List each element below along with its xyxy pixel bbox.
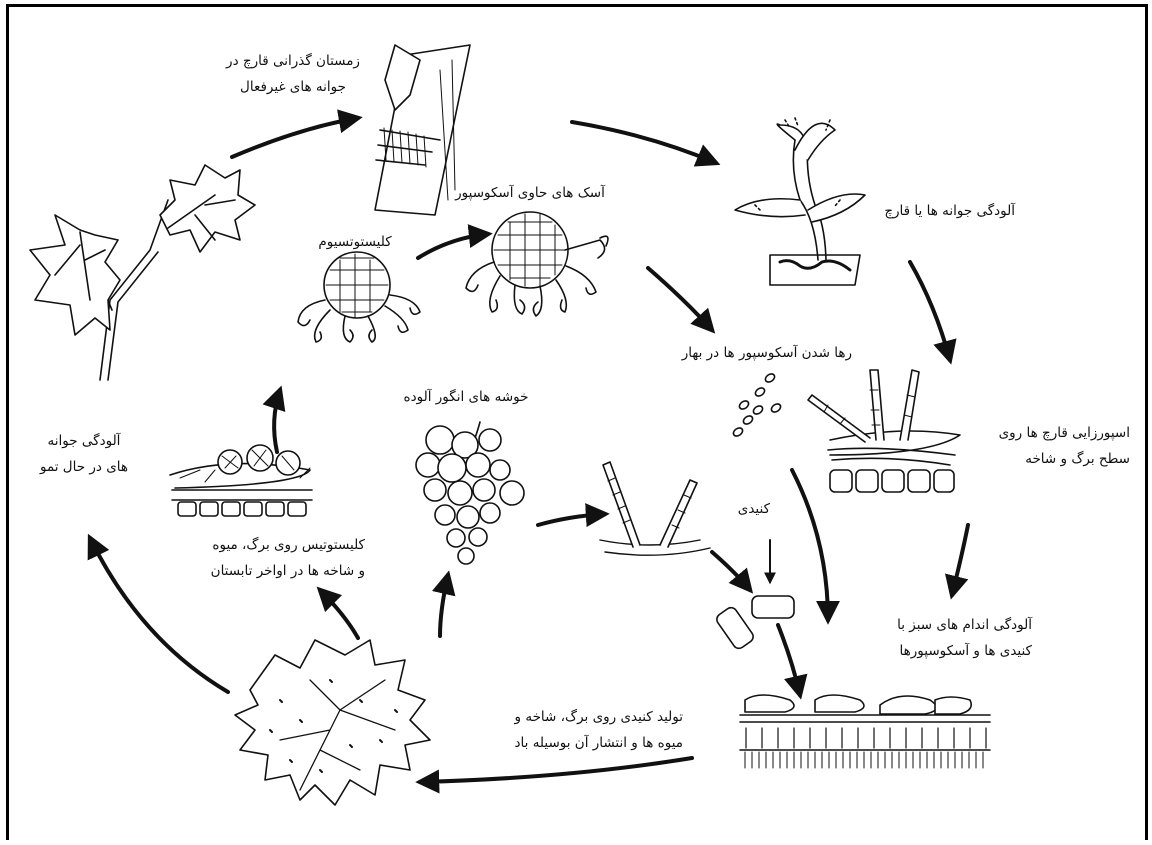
label-asci: آسک های حاوی آسکوسپور bbox=[440, 180, 620, 206]
label-cleistothecia-late-summer-line2: و شاخه ها در اواخر تابستان bbox=[165, 558, 365, 584]
label-cleistothecium: کلیستوتسیوم bbox=[305, 229, 405, 255]
label-bud-infection-growing-line1: آلودگی جوانه bbox=[14, 428, 154, 454]
cleistothecium-drawing bbox=[298, 252, 420, 342]
arrow-green-organs-to-leaf-conidia bbox=[420, 758, 692, 782]
arrow-cleistothecium-to-asci bbox=[418, 234, 488, 258]
arrow-vine-to-dormant-bud bbox=[232, 118, 358, 157]
label-conidia-production: تولید کنیدی روی برگ، شاخه و میوه ها و ان… bbox=[455, 704, 683, 756]
label-conidia: کنیدی bbox=[720, 496, 770, 522]
cleistothecia-mass-drawing bbox=[170, 445, 312, 516]
arrow-shoot-to-sporulation bbox=[910, 262, 950, 360]
infected-leaf-drawing bbox=[235, 640, 430, 805]
grape-cluster-drawing bbox=[416, 422, 524, 564]
ascospore-drawing bbox=[732, 372, 782, 437]
label-green-organs-infection-line2: کنیدی ها و آسکوسپورها bbox=[832, 638, 1032, 664]
label-cleistothecia-late-summer-line1: کلیستوتیس روی برگ، میوه bbox=[165, 532, 365, 558]
label-bud-infection-text: آلودگی جوانه ها یا قارچ bbox=[845, 198, 1015, 224]
conidiophore-drawing bbox=[600, 462, 710, 555]
label-conidia-production-line1: تولید کنیدی روی برگ، شاخه و bbox=[455, 704, 683, 730]
arrow-spores-to-tissue bbox=[778, 625, 800, 695]
arrow-grape-cluster-to-conidia bbox=[538, 514, 605, 525]
label-conidia-text: کنیدی bbox=[720, 496, 770, 522]
label-overwintering: زمستان گذرانی قارچ در جوانه های غیرفعال bbox=[208, 48, 378, 100]
label-grape-cluster: خوشه های انگور آلوده bbox=[380, 384, 552, 410]
label-cleistothecia-late-summer: کلیستوتیس روی برگ، میوه و شاخه ها در اوا… bbox=[165, 532, 365, 584]
arrow-leaf-to-late-summer-label bbox=[320, 590, 358, 638]
label-cleistothecium-text: کلیستوتسیوم bbox=[305, 229, 405, 255]
infected-tissue-drawing bbox=[740, 695, 990, 768]
conidia-drawing bbox=[715, 596, 794, 651]
asci-drawing bbox=[466, 212, 608, 316]
label-ascospore-release: رها شدن آسکوسپور ها در بهار bbox=[640, 340, 852, 366]
label-bud-infection-growing-line2: های در حال تمو bbox=[14, 454, 154, 480]
label-ascospore-release-text: رها شدن آسکوسپور ها در بهار bbox=[640, 340, 852, 366]
vine-shoot-drawing bbox=[30, 165, 255, 380]
label-bud-infection-growing: آلودگی جوانه های در حال تمو bbox=[14, 428, 154, 480]
label-overwintering-line2: جوانه های غیرفعال bbox=[208, 74, 378, 100]
arrow-late-summer-to-cleistothecia-mass bbox=[274, 390, 280, 452]
label-sporulation: اسپورزایی قارچ ها روی سطح برگ و شاخه bbox=[952, 420, 1130, 472]
arrow-sporulation-to-green-organ-infection bbox=[952, 525, 968, 595]
arrow-ascospores-to-tissue bbox=[792, 470, 828, 620]
label-grape-cluster-text: خوشه های انگور آلوده bbox=[380, 384, 552, 410]
label-asci-text: آسک های حاوی آسکوسپور bbox=[440, 180, 620, 206]
label-conidia-production-line2: میوه ها و انتشار آن بوسیله باد bbox=[455, 730, 683, 756]
arrow-asci-to-ascospore-release bbox=[648, 268, 712, 330]
arrow-leaf-to-grape-cluster bbox=[440, 575, 448, 636]
arrow-conidia-to-spores bbox=[712, 552, 750, 590]
label-green-organs-infection-line1: آلودگی اندام های سبز با bbox=[832, 612, 1032, 638]
label-sporulation-line2: سطح برگ و شاخه bbox=[952, 446, 1130, 472]
label-green-organs-infection: آلودگی اندام های سبز با کنیدی ها و آسکوس… bbox=[832, 612, 1032, 664]
sporulation-tissue-drawing bbox=[808, 370, 960, 492]
label-overwintering-line1: زمستان گذرانی قارچ در bbox=[208, 48, 378, 74]
label-sporulation-line1: اسپورزایی قارچ ها روی bbox=[952, 420, 1130, 446]
label-bud-infection: آلودگی جوانه ها یا قارچ bbox=[845, 198, 1015, 224]
arrow-dormant-bud-to-infected-shoot bbox=[572, 122, 716, 163]
